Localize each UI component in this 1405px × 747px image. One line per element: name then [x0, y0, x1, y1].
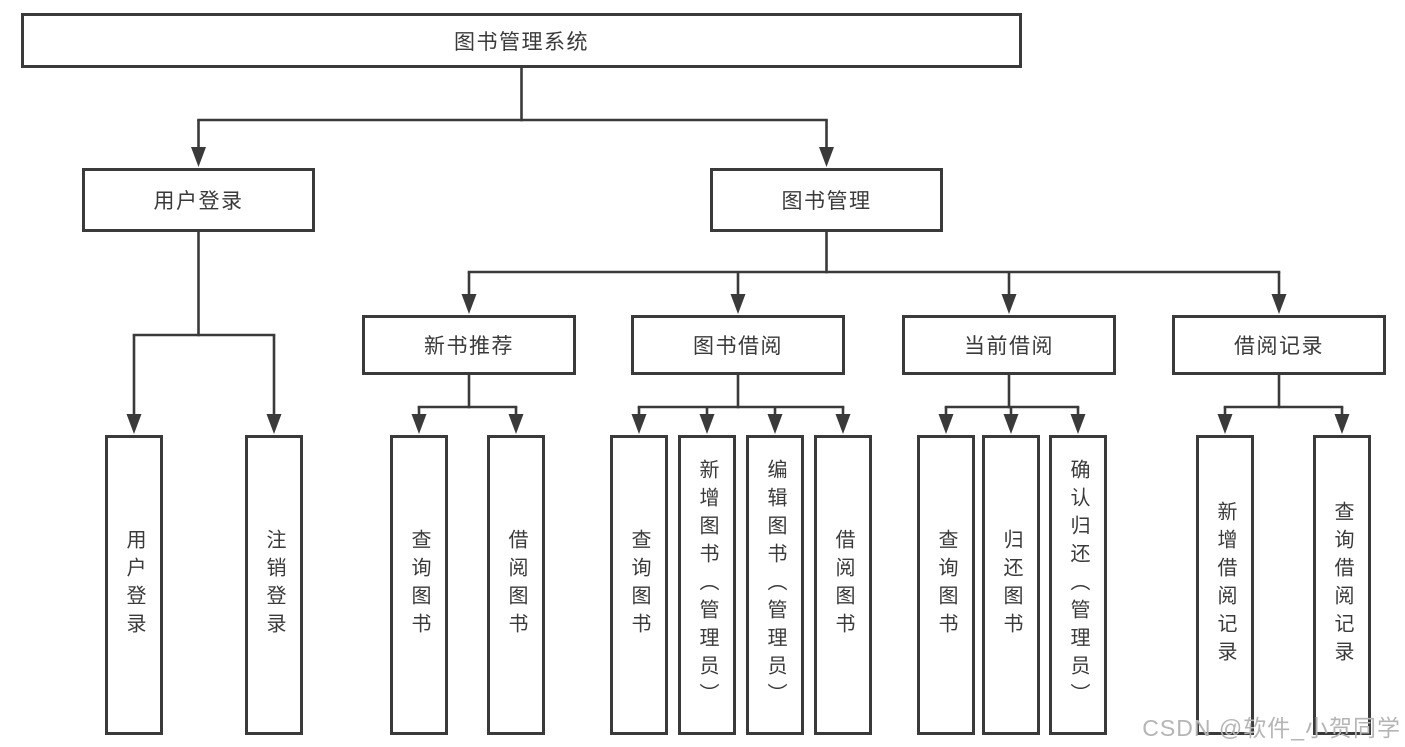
- leaf-borrow-books: 借阅图书: [814, 435, 872, 735]
- node-label: 借阅记录: [1234, 335, 1324, 358]
- node-label: 当前借阅: [964, 335, 1054, 358]
- node-label: 借阅图书: [505, 529, 527, 641]
- node-label: 新增借阅记录: [1214, 501, 1236, 669]
- leaf-logout: 注销登录: [245, 435, 303, 735]
- node-label: 确认归还（管理员）: [1067, 459, 1089, 711]
- leaf-return-books: 归还图书: [982, 435, 1040, 735]
- leaf-borrow-books-recommend: 借阅图书: [487, 435, 545, 735]
- leaf-confirm-return-admin: 确认归还（管理员）: [1049, 435, 1107, 735]
- node-label: 图书管理: [781, 190, 872, 213]
- leaf-query-books-current: 查询图书: [917, 435, 975, 735]
- node-label: 用户登录: [153, 190, 244, 213]
- node-new-book-recommendation: 新书推荐: [362, 315, 576, 375]
- leaf-query-books-borrow: 查询图书: [610, 435, 668, 735]
- csdn-watermark: CSDN @软件_小贺同学: [1142, 715, 1401, 741]
- node-current-borrowing: 当前借阅: [902, 315, 1116, 375]
- node-label: 图书借阅: [693, 335, 783, 358]
- node-label: 查询借阅记录: [1331, 501, 1353, 669]
- node-label: 注销登录: [263, 529, 285, 641]
- node-label: 借阅图书: [832, 529, 854, 641]
- node-label: 查询图书: [408, 529, 430, 641]
- leaf-edit-book-admin: 编辑图书（管理员）: [746, 435, 804, 735]
- node-book-borrowing: 图书借阅: [631, 315, 845, 375]
- node-label: 新增图书（管理员）: [696, 459, 718, 711]
- node-label: 图书管理系统: [454, 30, 589, 54]
- leaf-user-login: 用户登录: [105, 435, 163, 735]
- leaf-add-borrow-record: 新增借阅记录: [1196, 435, 1254, 735]
- node-borrowing-records: 借阅记录: [1172, 315, 1386, 375]
- leaf-add-book-admin: 新增图书（管理员）: [678, 435, 736, 735]
- node-label: 用户登录: [123, 529, 145, 641]
- node-label: 编辑图书（管理员）: [764, 459, 786, 711]
- node-label: 新书推荐: [424, 335, 514, 358]
- node-book-management: 图书管理: [710, 168, 943, 232]
- node-library-management-system: 图书管理系统: [21, 13, 1022, 68]
- leaf-query-books-recommend: 查询图书: [390, 435, 448, 735]
- node-label: 归还图书: [1000, 529, 1022, 641]
- node-label: 查询图书: [935, 529, 957, 641]
- node-label: 查询图书: [628, 529, 650, 641]
- leaf-query-borrow-record: 查询借阅记录: [1313, 435, 1371, 735]
- node-user-login: 用户登录: [82, 168, 315, 232]
